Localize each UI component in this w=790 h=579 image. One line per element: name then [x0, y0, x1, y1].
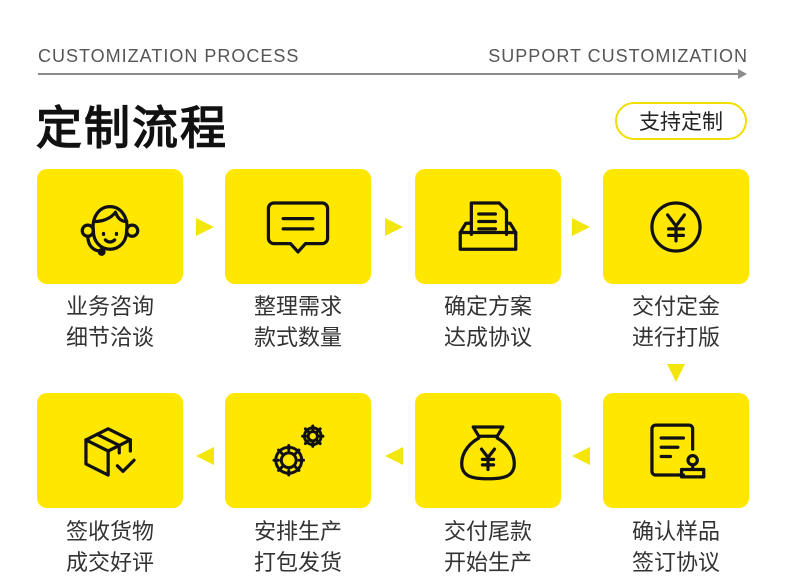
step-caption-line: 打包发货 [253, 551, 342, 576]
step-caption-line: 确认样品 [631, 520, 720, 545]
flow-arrow-down-icon [667, 364, 685, 382]
flow-arrow-right-icon [196, 218, 214, 236]
step-card-sample [603, 393, 749, 508]
step-caption-line: 签收货物 [65, 520, 154, 545]
gears-icon [272, 424, 325, 477]
divider-arrow-icon [738, 69, 747, 79]
support-customization-button[interactable]: 支持定制 [615, 102, 747, 140]
support-subtitle: SUPPORT CUSTOMIZATION [488, 46, 748, 66]
yen-coin-icon [650, 200, 702, 253]
document-tray-icon [458, 200, 518, 251]
step-card-plan [415, 169, 561, 284]
flow-arrow-left-icon [572, 447, 590, 465]
flow-arrow-left-icon [196, 447, 214, 465]
step-card-final-payment [415, 393, 561, 508]
step-caption-line: 交付尾款 [443, 520, 532, 545]
step-caption-line: 确定方案 [443, 295, 532, 320]
message-icon [266, 200, 330, 254]
box-check-icon [84, 426, 136, 477]
step-caption: 业务咨询 细节洽谈 [37, 292, 183, 354]
step-caption: 安排生产 打包发货 [225, 517, 371, 579]
step-card-consult [37, 169, 183, 284]
step-caption-line: 签订协议 [631, 551, 720, 576]
step-card-production [225, 393, 371, 508]
flow-arrow-right-icon [572, 218, 590, 236]
header-divider [38, 73, 740, 75]
step-caption-line: 款式数量 [253, 326, 342, 351]
step-caption: 确定方案 达成协议 [415, 292, 561, 354]
flow-arrow-left-icon [385, 447, 403, 465]
stamp-document-icon [650, 422, 706, 479]
step-caption-line: 进行打版 [631, 326, 720, 351]
step-caption: 签收货物 成交好评 [37, 517, 183, 579]
step-caption-line: 交付定金 [631, 295, 720, 320]
step-caption: 确认样品 签订协议 [603, 517, 749, 579]
step-caption-line: 细节洽谈 [65, 326, 154, 351]
page-title: 定制流程 [36, 101, 228, 155]
step-card-requirements [225, 169, 371, 284]
money-bag-icon [460, 424, 516, 480]
step-caption-line: 成交好评 [65, 551, 154, 576]
step-caption-line: 开始生产 [443, 551, 532, 576]
step-caption-line: 整理需求 [253, 295, 342, 320]
step-caption-line: 安排生产 [253, 520, 342, 545]
step-caption-line: 业务咨询 [65, 295, 154, 320]
step-caption: 交付定金 进行打版 [603, 292, 749, 354]
customer-service-icon [80, 204, 140, 256]
step-caption: 整理需求 款式数量 [225, 292, 371, 354]
step-card-deposit [603, 169, 749, 284]
process-subtitle: CUSTOMIZATION PROCESS [38, 46, 300, 66]
step-card-receive [37, 393, 183, 508]
flow-arrow-right-icon [385, 218, 403, 236]
step-caption: 交付尾款 开始生产 [415, 517, 561, 579]
step-caption-line: 达成协议 [443, 326, 532, 351]
